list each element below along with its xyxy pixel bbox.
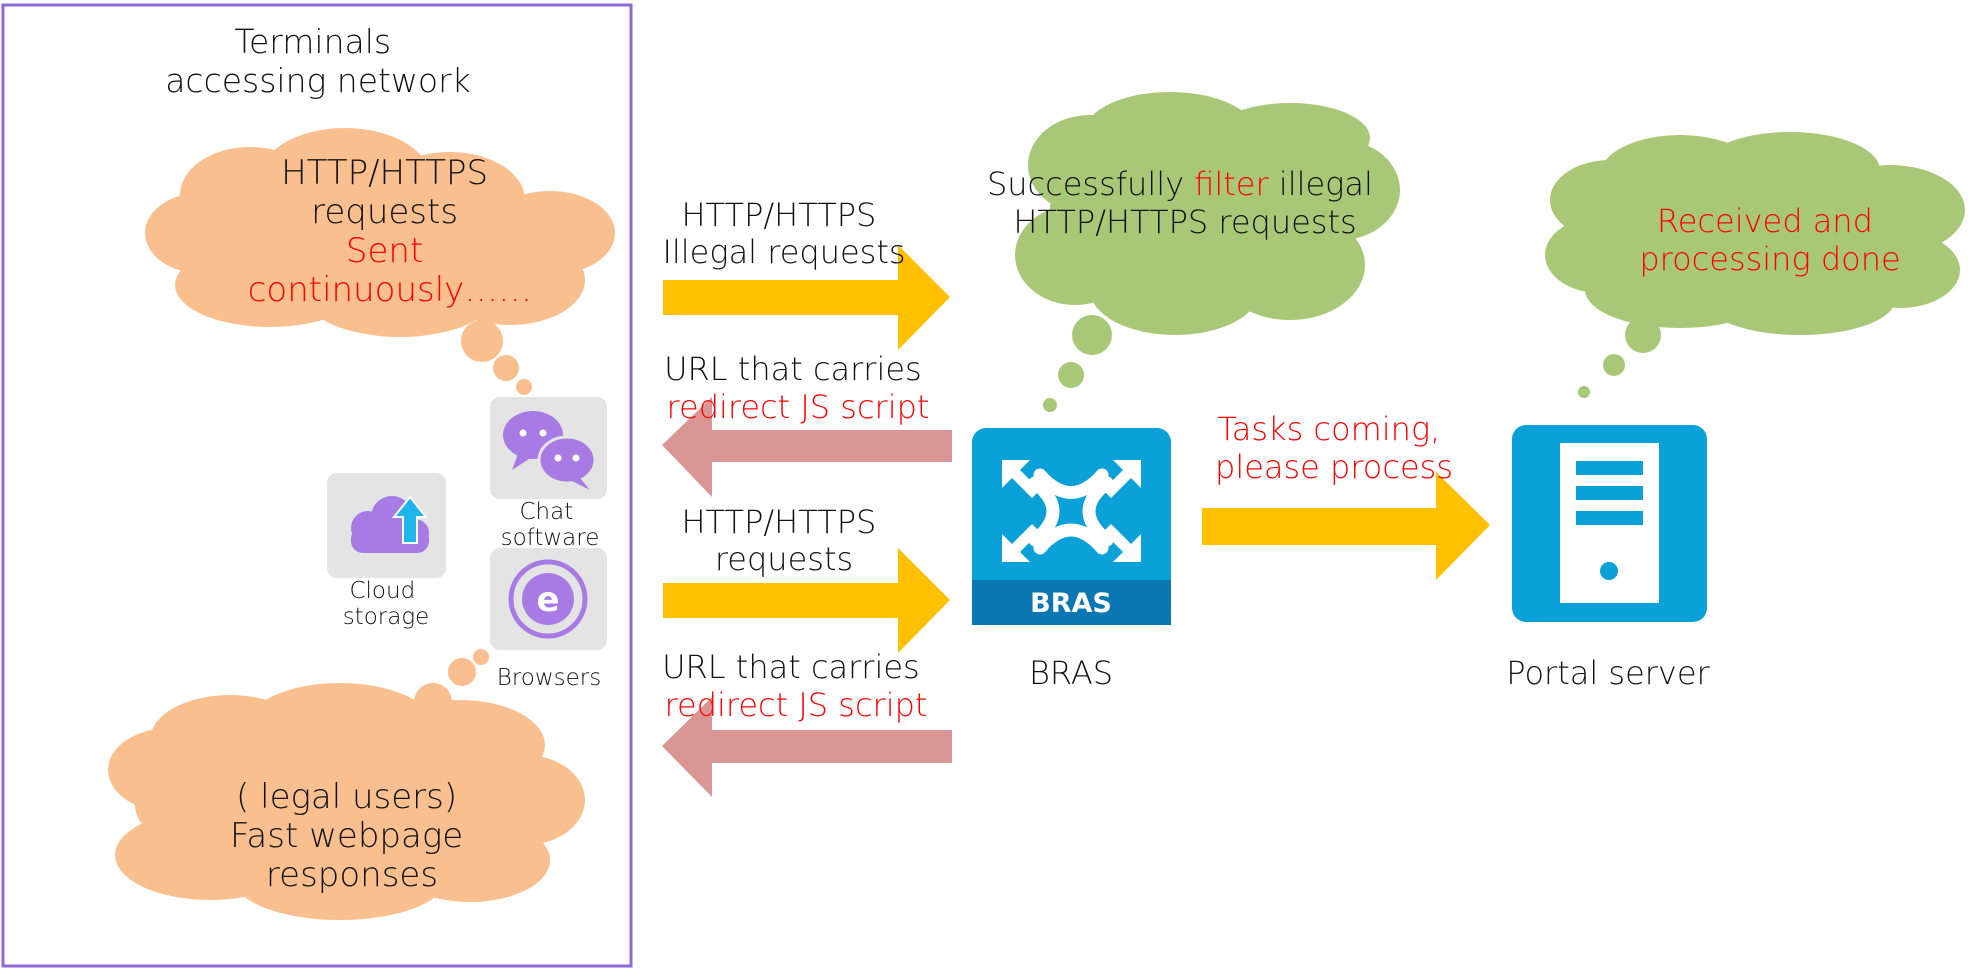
terminals-title: Terminals accessing network [165, 22, 471, 100]
redirect-text-2: URL that carries redirect JS script [662, 648, 930, 724]
chat-software-app [490, 397, 607, 499]
responses-thought-cloud [108, 649, 585, 920]
filter-cloud-text: Successfully filter illegal HTTP/HTTPS r… [987, 165, 1383, 241]
portal-server-label: Portal server [1506, 654, 1710, 692]
terminals-frame [1, 3, 633, 968]
portal-cloud-text: Received and processing done [1639, 202, 1900, 278]
to-portal-text: Tasks coming, please process [1215, 410, 1453, 486]
cloud-storage-label: Cloud storage [343, 578, 430, 630]
to-portal-arrow [1202, 472, 1490, 580]
legal-request-arrow [663, 548, 950, 653]
requests-thought-cloud [145, 128, 615, 395]
bras-device-icon: BRAS [972, 428, 1171, 625]
chat-software-label: Chat software [501, 499, 600, 551]
redirect-text-1: URL that carries redirect JS script [664, 350, 932, 426]
portal-thought-cloud [1545, 132, 1965, 398]
redirect-arrow-1 [662, 397, 952, 497]
responses-cloud-text: ( legal users) Fast webpage responses [230, 777, 474, 895]
cloud-storage-app [327, 473, 446, 578]
illegal-request-text: HTTP/HTTPS Illegal requests [662, 196, 905, 271]
browser-e-icon: e [508, 559, 588, 639]
browsers-app: e [490, 548, 607, 650]
bras-badge: BRAS [1030, 588, 1112, 619]
filter-thought-cloud [1015, 92, 1400, 412]
bras-label: BRAS [1029, 654, 1113, 692]
portal-server-icon [1512, 425, 1707, 622]
legal-request-text: HTTP/HTTPS requests [681, 503, 886, 578]
illegal-request-arrow [663, 245, 950, 350]
cloud-upload-icon [351, 495, 429, 553]
chat-bubbles-icon [503, 411, 597, 490]
browsers-label: Browsers [497, 665, 601, 691]
requests-cloud-text: HTTP/HTTPS requests Sent continuously…… [248, 153, 533, 310]
svg-text:e: e [536, 580, 559, 620]
redirect-arrow-2 [662, 697, 952, 797]
